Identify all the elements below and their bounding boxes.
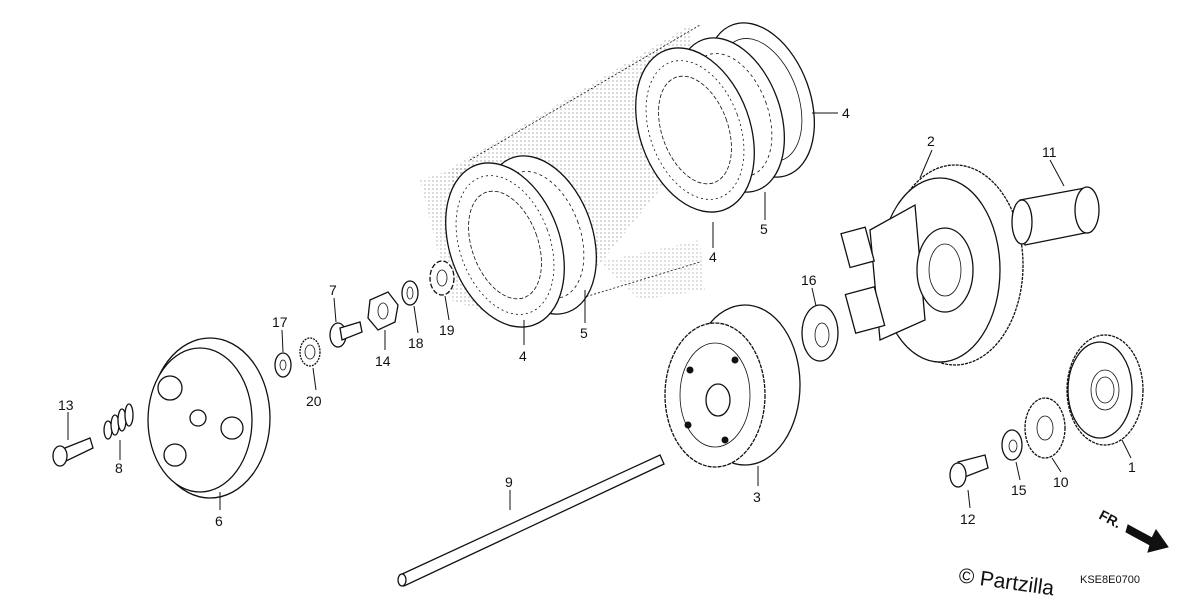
- lifter-piece: [329, 321, 363, 348]
- clutch-center: [664, 304, 801, 468]
- callout-18: 18: [408, 335, 424, 351]
- washer-18: [401, 280, 419, 306]
- bolt-12: [949, 454, 989, 488]
- callout-9: 9: [505, 474, 513, 490]
- callout-3: 3: [753, 489, 761, 505]
- callout-4-rear: 4: [842, 105, 850, 121]
- callout-15: 15: [1011, 482, 1027, 498]
- callout-14: 14: [375, 353, 391, 369]
- lock-washer: [429, 260, 455, 296]
- clutch-push-rod: [397, 454, 665, 587]
- callout-2: 2: [927, 133, 935, 149]
- callout-17: 17: [272, 314, 288, 330]
- callout-11: 11: [1042, 144, 1057, 160]
- callout-labels: 1 2 3 4 4 4 5 5 6 7 8 9 10 11 12 13 14 1…: [58, 105, 1136, 529]
- callout-10: 10: [1053, 474, 1069, 490]
- callout-1: 1: [1128, 459, 1136, 475]
- leader-lines: [67, 112, 1132, 510]
- thrust-washer: [801, 304, 839, 362]
- washer-17: [274, 352, 292, 378]
- clutch-plate-stack-rear: [635, 22, 816, 213]
- clutch-outer-housing: [840, 164, 1024, 366]
- front-indicator: FR.: [1097, 507, 1169, 553]
- bolt-13: [52, 437, 94, 467]
- callout-13: 13: [58, 397, 74, 413]
- pressure-plate: [147, 337, 271, 499]
- callout-16: 16: [801, 272, 817, 288]
- callout-12: 12: [960, 511, 976, 527]
- clutch-plate-stack-front: [445, 155, 597, 328]
- clutch-spring: [103, 403, 134, 440]
- front-arrow-icon: [1125, 524, 1169, 553]
- clutch-bushing: [1011, 186, 1100, 246]
- callout-20: 20: [306, 393, 322, 409]
- bearing-20: [299, 337, 321, 367]
- clutch-pack-shading-right: [600, 240, 705, 300]
- callout-19: 19: [439, 322, 455, 338]
- callout-8: 8: [115, 460, 123, 476]
- callout-6: 6: [215, 513, 223, 529]
- callout-5-rear: 5: [760, 221, 768, 237]
- front-indicator-label: FR.: [1097, 507, 1124, 532]
- lock-nut: [367, 291, 399, 331]
- callout-4-front: 4: [519, 348, 527, 364]
- watermark: © Partzilla: [957, 564, 1056, 600]
- callout-5-front: 5: [580, 325, 588, 341]
- diagram-code: KSE8E0700: [1080, 574, 1140, 586]
- secondary-gear: [1024, 397, 1066, 459]
- callout-4-middle: 4: [709, 249, 717, 265]
- callout-7: 7: [329, 282, 337, 298]
- washer-15: [1001, 429, 1023, 461]
- primary-driven-gear: [1066, 334, 1144, 446]
